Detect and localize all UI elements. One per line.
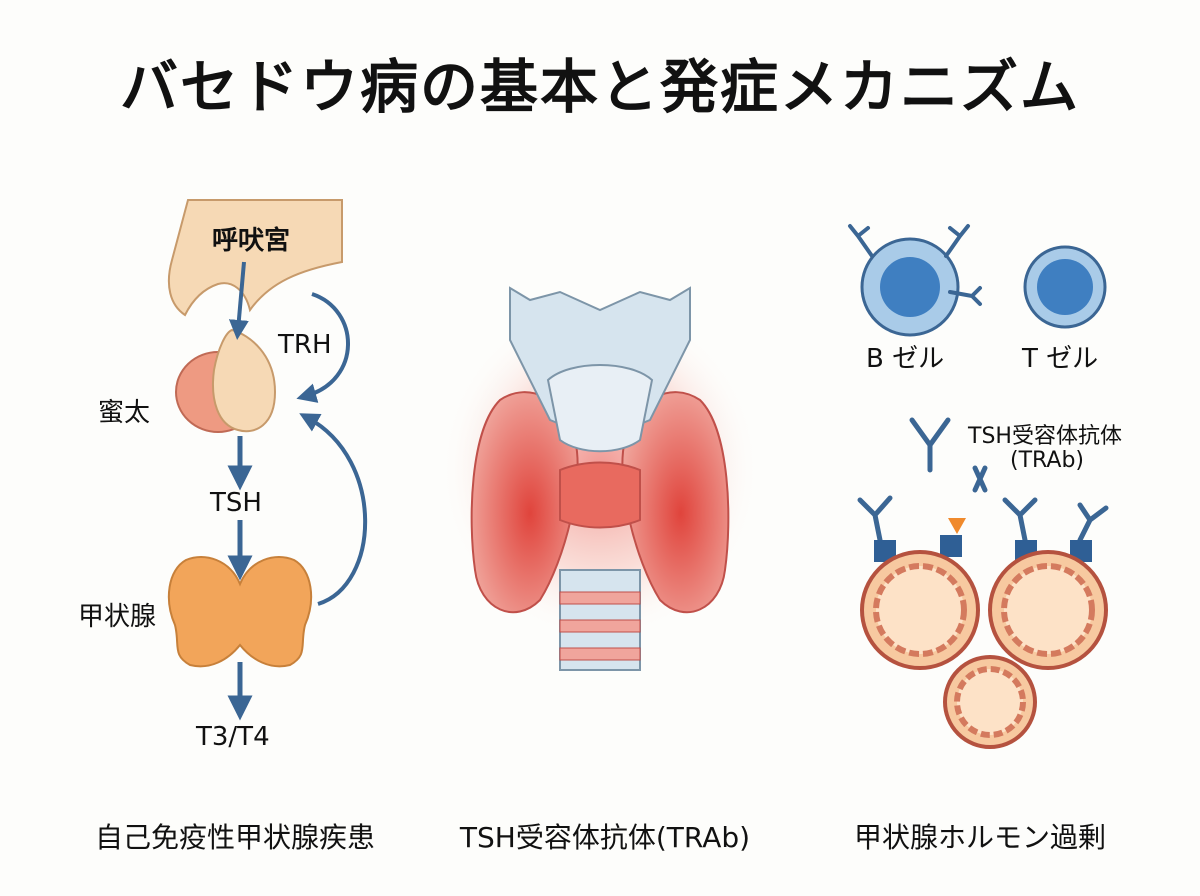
- pituitary-label: 蜜太: [98, 398, 151, 428]
- caption-right: 甲状腺ホルモン過剰: [853, 821, 1106, 854]
- caption-left: 自己免疫性甲状腺疾患: [94, 821, 375, 854]
- feedback-arrow-lower: [299, 413, 368, 606]
- b-cell-label: B ゼル: [866, 344, 945, 374]
- thyroid-small-shape: [167, 556, 313, 668]
- bound-antibodies: [857, 465, 1109, 543]
- pituitary-shape: [175, 328, 277, 433]
- b-cell: [848, 224, 982, 337]
- larynx-shape: [509, 286, 691, 453]
- antibody-label: TSH受容体抗体: [968, 424, 1122, 449]
- trachea-shape: [559, 569, 641, 671]
- trh-label: TRH: [278, 330, 332, 360]
- hormone-label: T3/T4: [196, 722, 270, 752]
- tsh-label: TSH: [210, 488, 262, 518]
- caption-center: TSH受容体抗体(TRAb): [459, 821, 751, 854]
- antibody-icon: [909, 417, 951, 473]
- thyroid-large-shape: [470, 391, 730, 614]
- thyroid-label: 甲状腺: [78, 602, 157, 632]
- t-cell-label: T ゼル: [1022, 344, 1099, 374]
- hypothalamus-label: 呼吠宮: [212, 226, 291, 256]
- trh-down-arrow: [228, 261, 249, 340]
- antibody-abbr-label: (TRAb): [1010, 448, 1085, 473]
- t-cell: [1023, 245, 1107, 329]
- thyroid-follicles: [860, 550, 1108, 749]
- hypothalamus-shape: [167, 199, 343, 317]
- page-title: バセドウ病の基本と発症メカニズム: [119, 53, 1080, 121]
- feedback-arrow-upper: [296, 292, 350, 403]
